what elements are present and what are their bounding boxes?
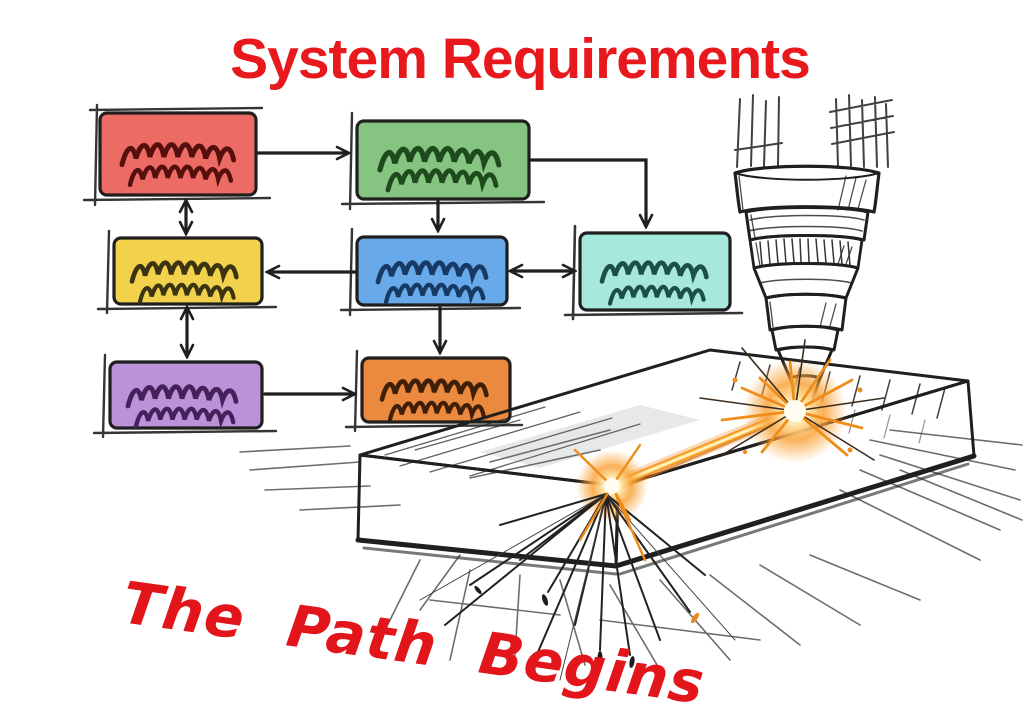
spark-rays-orange [720,358,864,457]
spark-rays-dark [699,339,885,461]
flow-box-red [82,103,272,207]
laser-head-top-hatch [734,94,895,168]
connector-green-cyan [529,158,646,226]
page-title: System Requirements [230,27,810,91]
laser-head [733,94,895,413]
flow-connectors [186,153,646,394]
flow-box-purple [92,353,278,439]
laser-head-shading [738,175,867,328]
spark-burst-nozzle [699,339,885,463]
flow-box-cyan [563,224,744,321]
laser-head-knurl-ribs [759,238,851,266]
flow-box-orange [344,349,524,433]
spray-rays-dark [444,493,706,656]
spark-burst-edge [419,443,736,681]
flowchart [82,103,744,439]
plate-sheen [480,405,700,468]
laser-head-collar [733,164,881,214]
flow-box-blue [339,227,522,317]
flow-box-yellow [96,229,278,315]
spray-rays-orange [573,443,647,562]
plate-streaks [384,406,641,477]
flow-box-green [340,111,546,211]
plate-top-face [358,348,970,488]
shadow-hatch-lines [239,429,1023,671]
